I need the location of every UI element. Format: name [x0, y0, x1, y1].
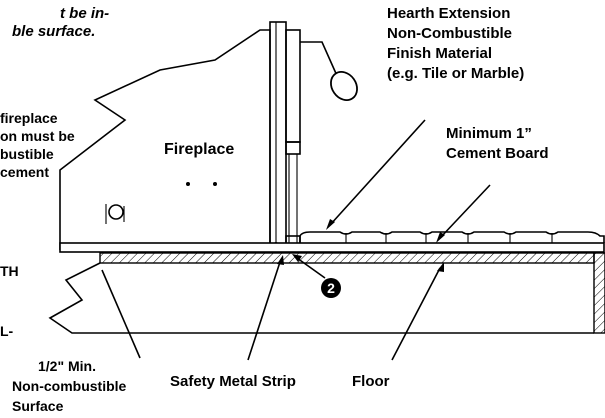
control-handle: [300, 41, 339, 79]
floor-broken-edge: [48, 262, 101, 334]
hearth-label-2: Non-Combustible: [387, 25, 512, 42]
note-left-cut-2: L-: [0, 323, 14, 339]
hearth-leader-arrow: [326, 219, 335, 230]
cement-label-1: Minimum 1”: [446, 125, 532, 142]
note-left-cut-1: TH: [0, 263, 19, 279]
cement-leader: [439, 184, 491, 239]
note-left-4: cement: [0, 164, 49, 180]
hearth-label-3: Finish Material: [387, 45, 492, 62]
fireplace-hole-bracket: [105, 204, 125, 224]
chase-pipe: [285, 29, 301, 143]
cement-label-2: Cement Board: [446, 145, 549, 162]
note-top-left-1: t be in-: [60, 5, 109, 22]
strip-leader: [247, 261, 281, 361]
cement-leader-arrow: [436, 232, 445, 243]
note-left-2: on must be: [0, 128, 75, 144]
note-left-3: bustible: [0, 146, 54, 162]
hearth-leader: [329, 119, 426, 226]
callout-2-badge: [321, 278, 341, 298]
finish-tiles: [299, 231, 605, 243]
hearth-label-4: (e.g. Tile or Marble): [387, 65, 524, 82]
strip-label: Safety Metal Strip: [170, 373, 296, 390]
fireplace-dot-1: [186, 182, 190, 186]
hearth-label-1: Hearth Extension: [387, 5, 510, 22]
callout-leader-arrow: [292, 254, 302, 262]
surface-label-1: 1/2" Min.: [38, 358, 96, 374]
noncombustible-surface: [99, 252, 595, 264]
floor-end-wall: [593, 252, 605, 334]
fireplace-label: Fireplace: [164, 141, 234, 158]
chase-bracket: [285, 141, 301, 155]
callout-leader: [296, 257, 326, 279]
hearth-base-plate: [59, 242, 605, 253]
floor-label: Floor: [352, 373, 390, 390]
floor-leader-arrow: [437, 262, 444, 272]
floor-leader: [391, 267, 441, 361]
callout-2-text: 2: [327, 280, 335, 296]
control-knob: [330, 71, 358, 101]
note-top-left-2: ble surface.: [12, 23, 95, 40]
surface-label-3: Surface: [12, 398, 64, 414]
surface-leader: [101, 269, 141, 359]
note-left-1: fireplace: [0, 110, 58, 126]
fireplace-dot-2: [213, 182, 217, 186]
strip-leader-arrow: [277, 255, 284, 265]
surface-label-2: Non-combustible: [12, 378, 127, 394]
fireplace-body: [59, 29, 271, 250]
fireplace-face: [269, 21, 287, 253]
fireplace-hole: [108, 204, 124, 220]
